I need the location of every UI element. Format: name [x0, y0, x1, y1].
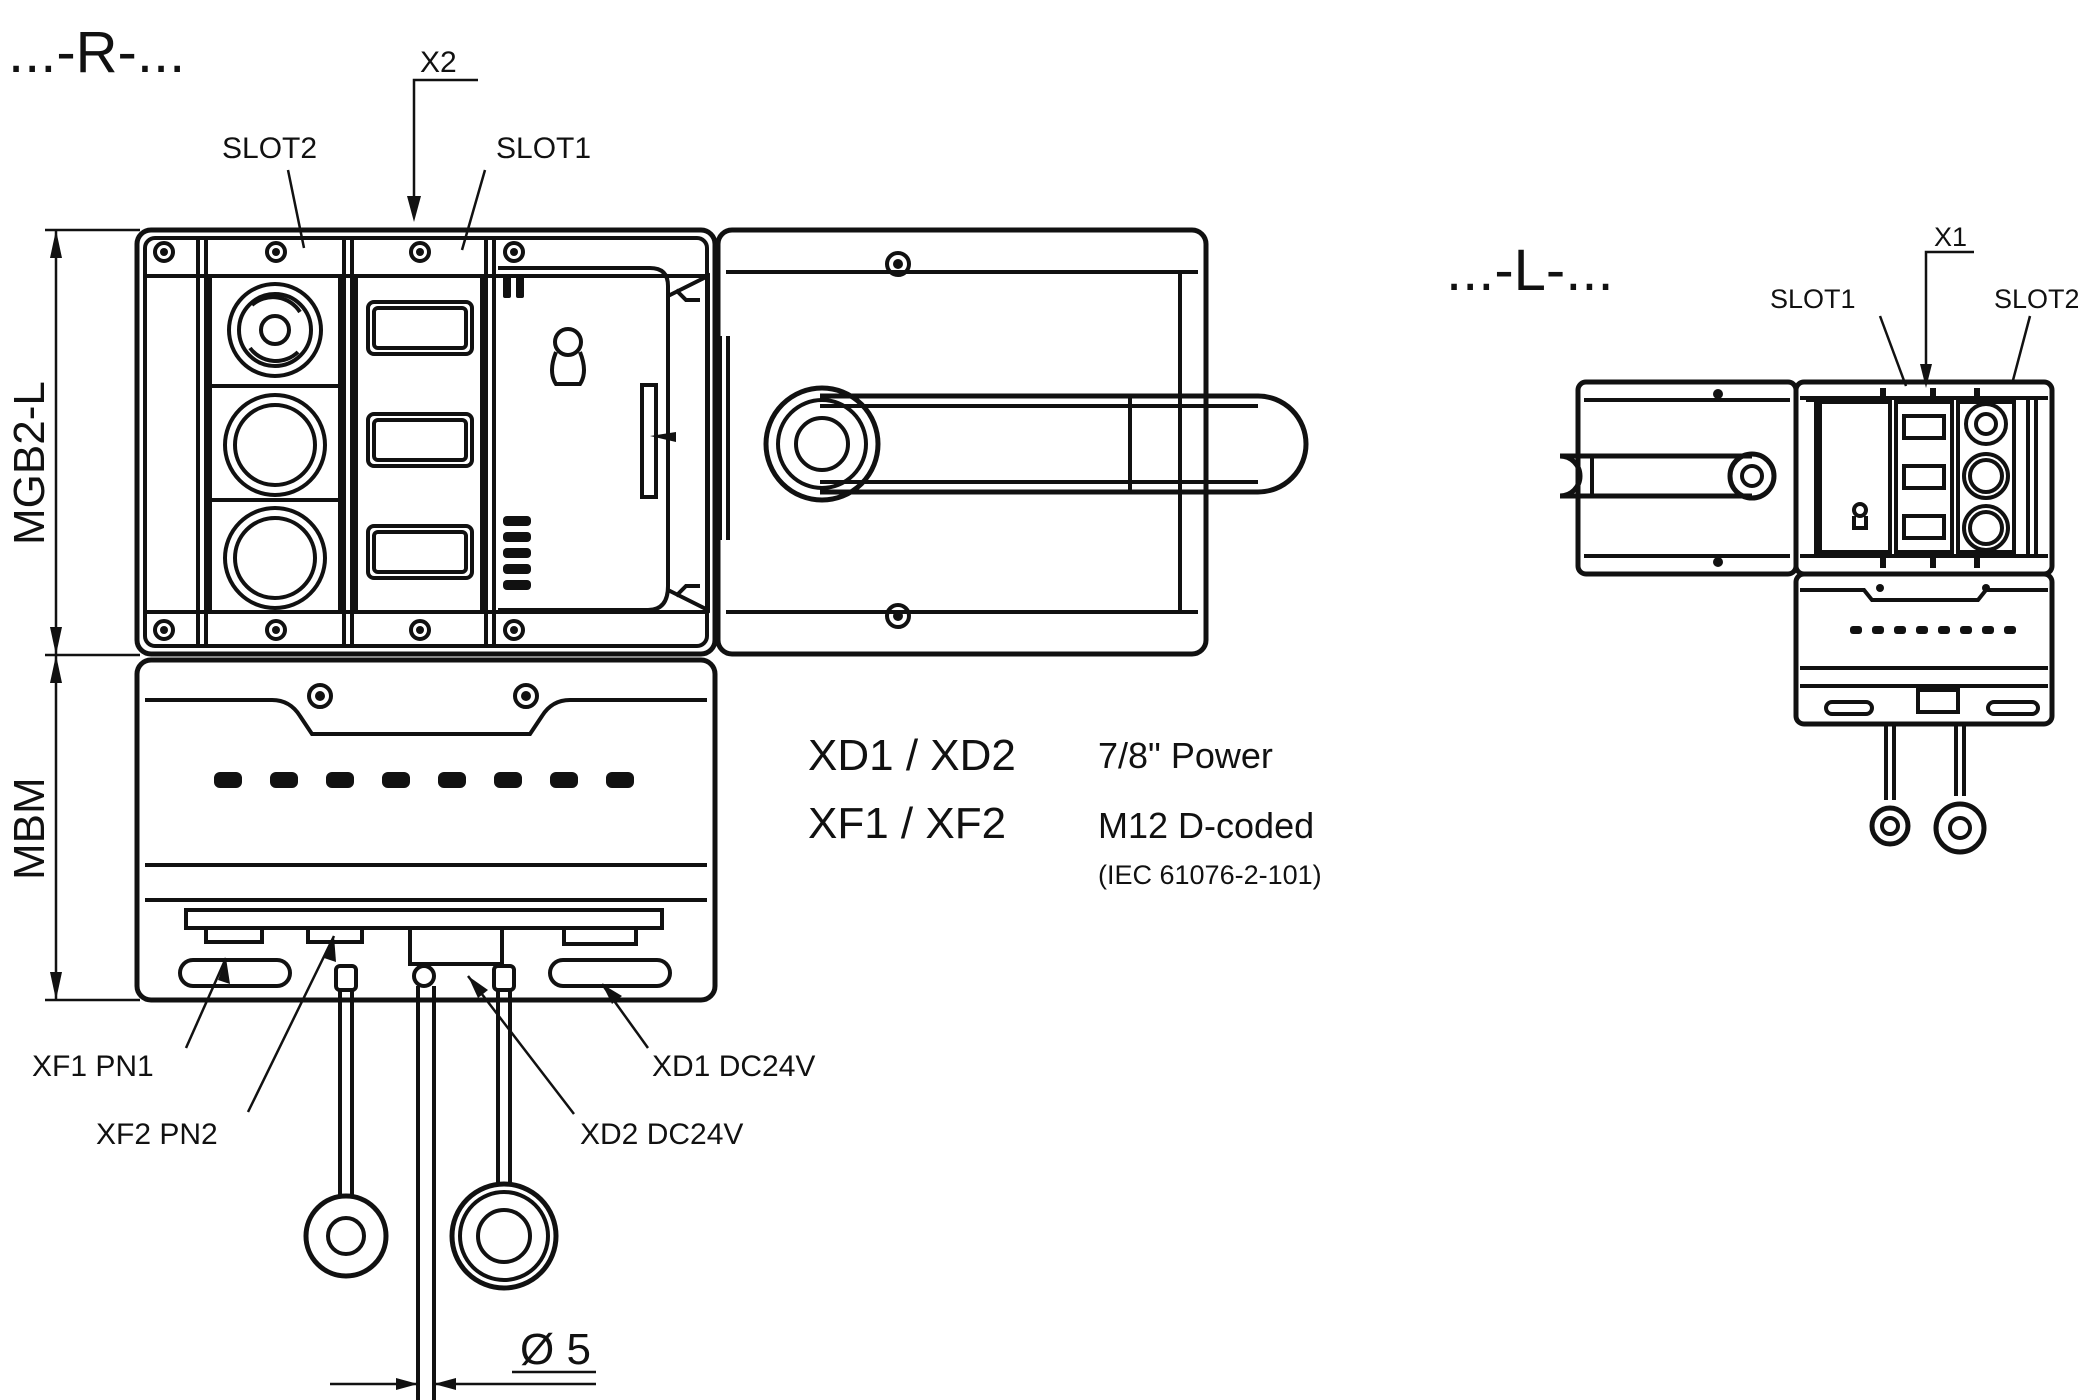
variant-r-title: ...-R-...: [8, 20, 185, 85]
legend-row1-code: XD1 / XD2: [808, 731, 1016, 780]
diameter-label: Ø 5: [520, 1325, 591, 1374]
mgb2l-body: [134, 227, 730, 657]
legend-row1-desc: 7/8" Power: [1098, 735, 1273, 776]
vertical-dimension: MGB2-L MBM: [5, 228, 140, 1002]
mbm-body: [134, 657, 718, 1003]
l-mgb2l-body: [1793, 379, 2055, 577]
dim-mbm-label: MBM: [5, 777, 54, 880]
connector-callouts: XF1 PN1 XF2 PN2 XD1 DC24V XD2 DC24V: [32, 935, 815, 1151]
slot2-label: SLOT2: [222, 132, 317, 165]
xf2-label: XF2 PN2: [96, 1118, 218, 1151]
xd2-label: XD2 DC24V: [580, 1118, 743, 1151]
l-slot1-label: SLOT1: [1770, 284, 1856, 314]
legend-row2-code: XF1 / XF2: [808, 799, 1006, 848]
slot1-label: SLOT1: [496, 132, 591, 165]
legend-row2-desc: M12 D-coded: [1098, 805, 1314, 846]
variant-r: ...-R-... X2 SLOT2 SLOT1 MGB2-L MBM: [5, 20, 1309, 1400]
x1-leader: X1: [1920, 222, 1974, 388]
diameter-dimension: Ø 5: [330, 1325, 596, 1390]
slot2-module: [208, 274, 342, 614]
l-slot2-label: SLOT2: [1994, 284, 2078, 314]
mbm-led-row: [214, 772, 634, 788]
xf1-label: XF1 PN1: [32, 1050, 154, 1083]
connector-legend: XD1 / XD2 7/8" Power XF1 / XF2 M12 D-cod…: [808, 731, 1322, 890]
l-handle-housing: [1559, 379, 1799, 577]
variant-l-title: ...-L-...: [1446, 238, 1614, 303]
xd1-label: XD1 DC24V: [652, 1050, 815, 1083]
legend-row2-note: (IEC 61076-2-101): [1098, 860, 1322, 890]
handle-housing: [715, 227, 1309, 657]
x1-label: X1: [1934, 222, 1967, 252]
slot1-module: [354, 274, 484, 614]
mgb2l-screws: [153, 241, 525, 641]
cable-caps: [303, 964, 559, 1400]
x2-leader: X2: [407, 46, 478, 222]
x2-label: X2: [420, 46, 457, 79]
variant-l: ...-L-... X1 SLOT1 SLOT2: [1446, 222, 2078, 855]
dim-mgb2l-label: MGB2-L: [5, 381, 54, 545]
l-mbm-body: [1793, 571, 2055, 855]
